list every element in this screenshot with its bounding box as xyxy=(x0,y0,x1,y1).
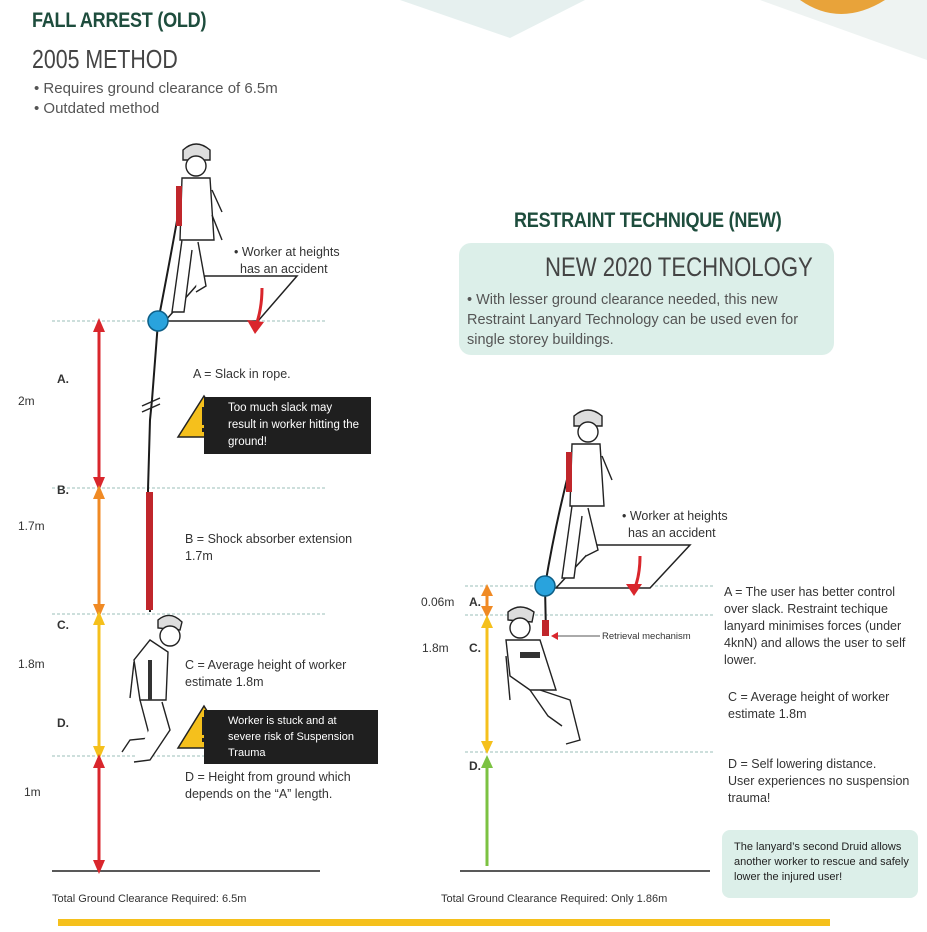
left-desc-b: B = Shock absorber extension 1.7m xyxy=(185,531,352,565)
right-anchor-point xyxy=(534,575,556,597)
left-hanging-worker xyxy=(121,614,183,763)
right-desc-d-line-3: trauma! xyxy=(728,791,771,805)
right-accident-line-1: • Worker at heights xyxy=(622,509,728,523)
left-anchor-point xyxy=(147,310,169,332)
left-method-title: 2005 METHOD xyxy=(32,44,178,74)
left-size-a: 2m xyxy=(18,394,35,408)
right-size-c: 1.8m xyxy=(422,641,449,655)
left-letter-d: D. xyxy=(57,716,69,730)
right-desc-c-line-2: estimate 1.8m xyxy=(728,707,807,721)
left-letter-c: C. xyxy=(57,618,69,632)
left-bullet-2: • Outdated method xyxy=(34,100,160,117)
right-desc-d: D = Self lowering distance. User experie… xyxy=(728,756,909,807)
right-desc-c: C = Average height of worker estimate 1.… xyxy=(728,689,889,723)
right-platform xyxy=(554,544,692,589)
right-heading: RESTRAINT TECHNIQUE (NEW) xyxy=(514,209,782,232)
left-letter-a: A. xyxy=(57,372,69,386)
left-bullet-1: • Requires ground clearance of 6.5m xyxy=(34,80,278,97)
right-total-clearance: Total Ground Clearance Required: Only 1.… xyxy=(441,893,668,905)
left-accident-line-2: has an accident xyxy=(240,262,328,276)
left-warning-suspension: Worker is stuck and at severe risk of Su… xyxy=(204,710,378,764)
retrieval-mechanism-label: Retrieval mechanism xyxy=(602,631,691,642)
left-letter-b: B. xyxy=(57,483,69,497)
right-letter-d: D. xyxy=(469,759,481,773)
tech-title: NEW 2020 TECHNOLOGY xyxy=(545,252,813,282)
arrow-c-left xyxy=(93,611,105,760)
arrow-a-left xyxy=(93,318,105,491)
left-warning-slack: Too much slack may result in worker hitt… xyxy=(204,397,371,454)
rescue-note-box: The lanyard’s second Druid allows anothe… xyxy=(722,830,918,898)
right-desc-d-line-2: User experiences no suspension xyxy=(728,774,910,788)
left-desc-d-line-1: D = Height from ground which xyxy=(185,770,351,784)
right-standing-worker xyxy=(561,409,613,579)
right-reference-lines xyxy=(465,585,715,753)
left-desc-b-line-1: B = Shock absorber extension xyxy=(185,532,353,546)
right-desc-d-line-1: D = Self lowering distance. xyxy=(728,757,877,771)
right-size-a: 0.06m xyxy=(421,595,455,609)
left-desc-b-line-2: 1.7m xyxy=(185,549,213,563)
left-total-clearance: Total Ground Clearance Required: 6.5m xyxy=(52,893,247,905)
left-size-d: 1m xyxy=(24,785,41,799)
arrow-d-left xyxy=(93,754,105,874)
arrow-c-right xyxy=(481,615,493,754)
left-desc-c: C = Average height of worker estimate 1.… xyxy=(185,657,346,691)
rescue-note-text: The lanyard’s second Druid allows anothe… xyxy=(734,841,909,883)
left-desc-a: A = Slack in rope. xyxy=(193,367,291,381)
arrow-a-right xyxy=(481,584,493,618)
arrow-d-right xyxy=(481,755,493,866)
right-desc-c-line-1: C = Average height of worker xyxy=(728,690,890,704)
left-standing-worker xyxy=(171,143,223,313)
footer-bar xyxy=(58,919,830,926)
right-letter-a: A. xyxy=(469,595,481,609)
right-suspended-worker xyxy=(505,606,581,745)
right-accident-label: • Worker at heights has an accident xyxy=(622,508,728,542)
left-accident-line-1: • Worker at heights xyxy=(234,245,340,259)
tech-description: • With lesser ground clearance needed, t… xyxy=(467,292,799,348)
left-size-c: 1.8m xyxy=(18,657,45,671)
left-size-b: 1.7m xyxy=(18,519,45,533)
right-accident-line-2: has an accident xyxy=(628,526,716,540)
left-heading: FALL ARREST (OLD) xyxy=(32,9,207,32)
right-letter-c: C. xyxy=(469,641,481,655)
left-desc-c-line-2: estimate 1.8m xyxy=(185,675,264,689)
right-desc-a: A = The user has better control over sla… xyxy=(724,585,906,667)
left-desc-d-line-2: depends on the “A” length. xyxy=(185,787,333,801)
tech-info-box: NEW 2020 TECHNOLOGY • With lesser ground… xyxy=(459,243,834,355)
left-accident-label: • Worker at heights has an accident xyxy=(234,244,340,278)
left-desc-c-line-1: C = Average height of worker xyxy=(185,658,347,672)
left-desc-d: D = Height from ground which depends on … xyxy=(185,769,351,803)
shock-absorber xyxy=(146,492,153,610)
